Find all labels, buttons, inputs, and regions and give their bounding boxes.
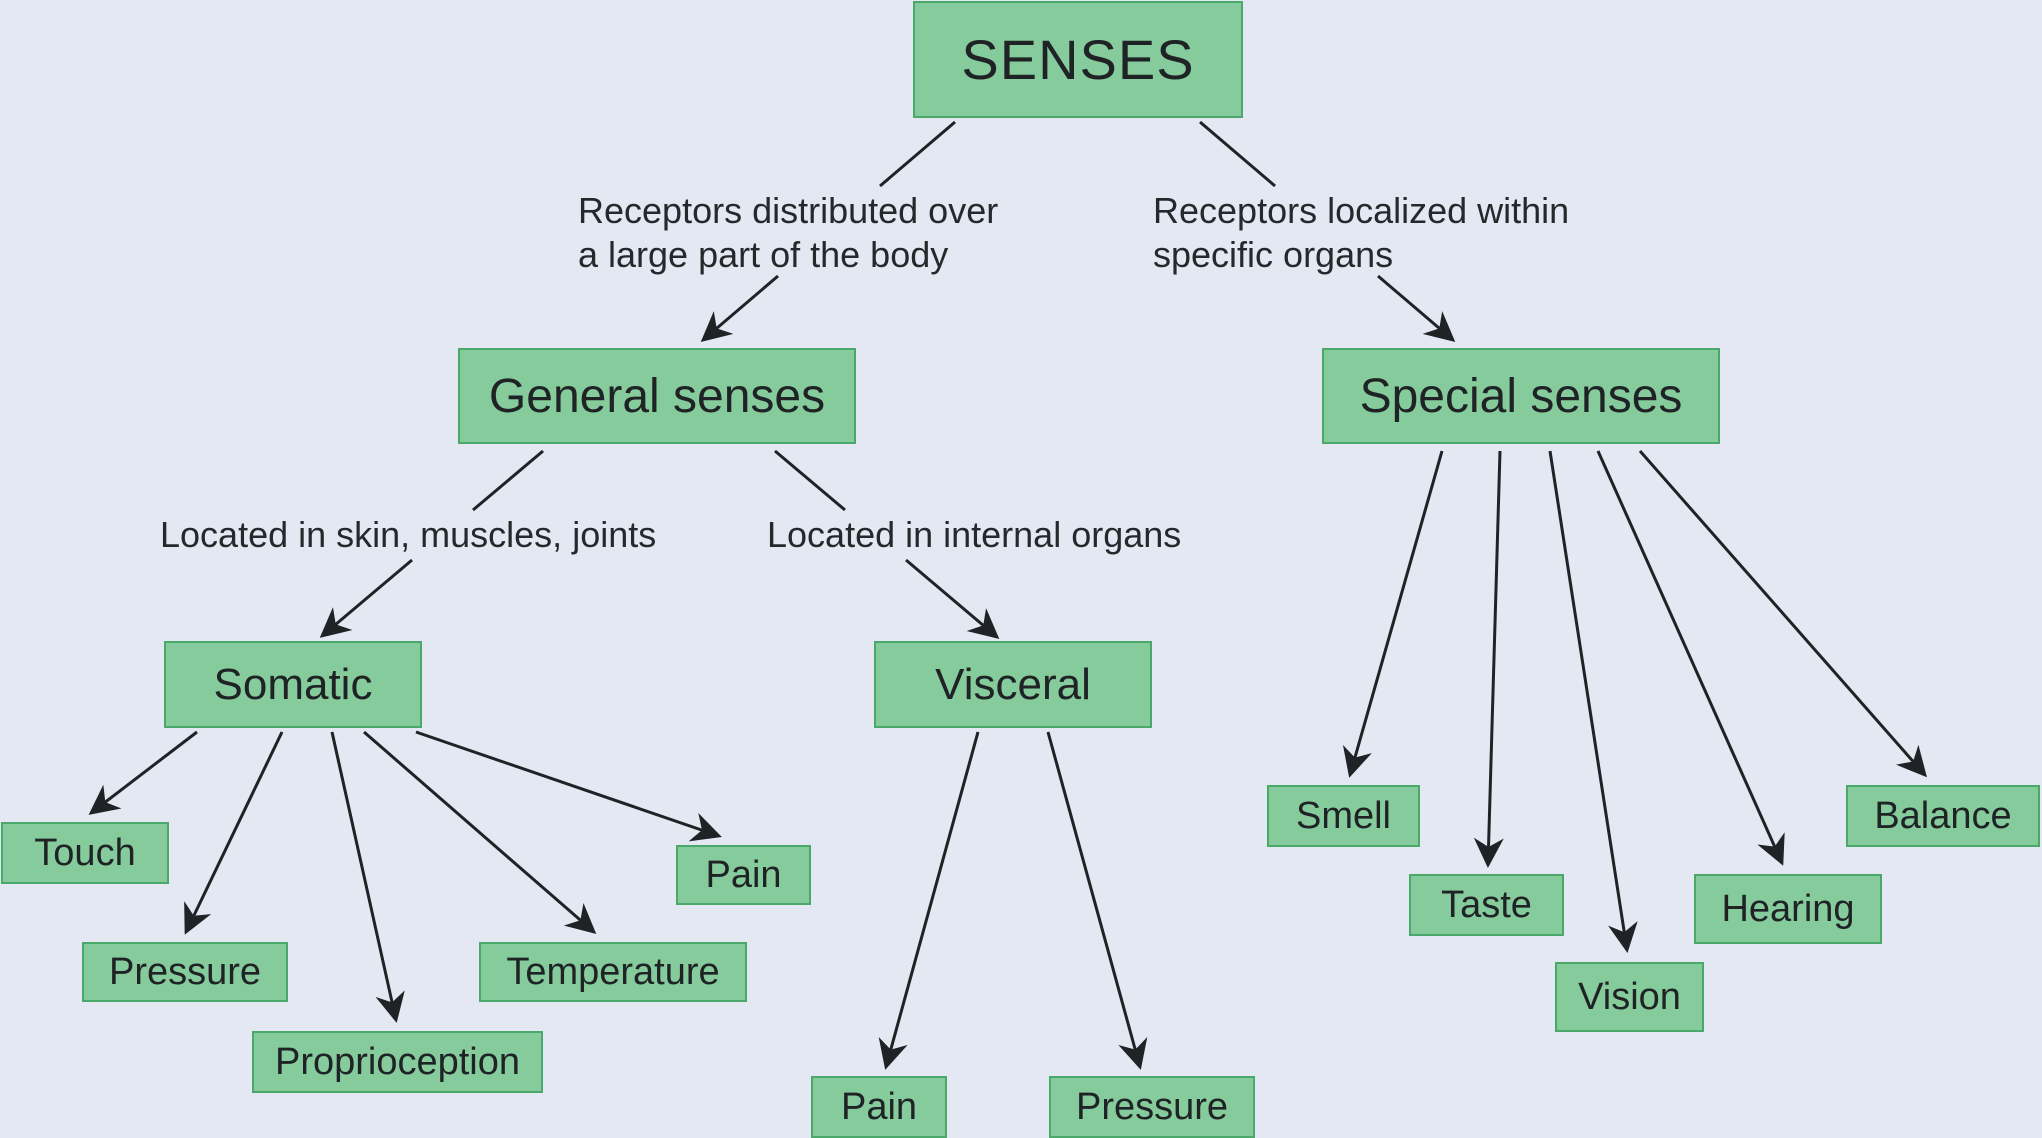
edge-senses-to-special-top — [1199, 120, 1276, 188]
edge-senses-to-special — [1377, 274, 1456, 342]
visceral-node: Visceral — [874, 641, 1152, 728]
edge-special-smell — [1342, 450, 1444, 778]
edge-general-to-visceral — [905, 558, 1000, 639]
edge-general-to-somatic — [319, 558, 413, 638]
visceral-pressure-node: Pressure — [1049, 1076, 1255, 1138]
edge-label-distributed-line-1: Receptors distributed over — [578, 190, 999, 231]
edge-general-to-somatic-top — [472, 449, 544, 512]
special-vision-node: Vision — [1555, 962, 1704, 1032]
edge-label-localized-line-1: Receptors localized within — [1153, 190, 1570, 231]
somatic-pressure-node: Pressure — [82, 942, 288, 1002]
edge-special-hearing — [1596, 450, 1785, 866]
special-taste-node: Taste — [1409, 874, 1564, 936]
edge-special-taste — [1473, 450, 1504, 868]
visceral-pain-node: Pain — [811, 1076, 947, 1138]
edge-label-localized-line-2: specific organs — [1153, 234, 1394, 275]
edge-visceral-pain — [878, 731, 980, 1070]
edge-special-vision — [1548, 450, 1638, 953]
edge-somatic-temperature — [363, 730, 597, 934]
edge-label-skin-muscles-joints: Located in skin, muscles, joints — [160, 514, 657, 555]
edge-label-distributed-line-2: a large part of the body — [578, 234, 949, 275]
edge-somatic-touch — [88, 730, 198, 815]
edge-label-distributed: Receptors distributed over a large part … — [578, 189, 998, 277]
special-senses-node: Special senses — [1322, 348, 1720, 444]
special-hearing-node: Hearing — [1694, 874, 1882, 944]
general-senses-node: General senses — [458, 348, 856, 444]
somatic-node: Somatic — [164, 641, 422, 728]
edge-label-localized: Receptors localized within specific orga… — [1153, 189, 1569, 277]
edge-somatic-pain — [415, 730, 722, 842]
somatic-proprioception-node: Proprioception — [252, 1031, 543, 1093]
somatic-touch-node: Touch — [1, 822, 169, 884]
senses-root-node: SENSES — [913, 1, 1243, 118]
edge-general-to-visceral-top — [774, 449, 846, 512]
special-balance-node: Balance — [1846, 785, 2040, 847]
edge-somatic-pressure — [184, 731, 284, 935]
edge-special-balance — [1638, 450, 1927, 778]
edge-senses-to-general — [700, 274, 779, 342]
edge-senses-to-general-top — [879, 120, 956, 188]
edge-somatic-proprioception — [330, 731, 405, 1023]
edge-label-internal-organs: Located in internal organs — [767, 514, 1182, 555]
edge-visceral-pressure — [1046, 731, 1148, 1070]
somatic-temperature-node: Temperature — [479, 942, 747, 1002]
somatic-pain-node: Pain — [676, 845, 811, 905]
special-smell-node: Smell — [1267, 785, 1420, 847]
